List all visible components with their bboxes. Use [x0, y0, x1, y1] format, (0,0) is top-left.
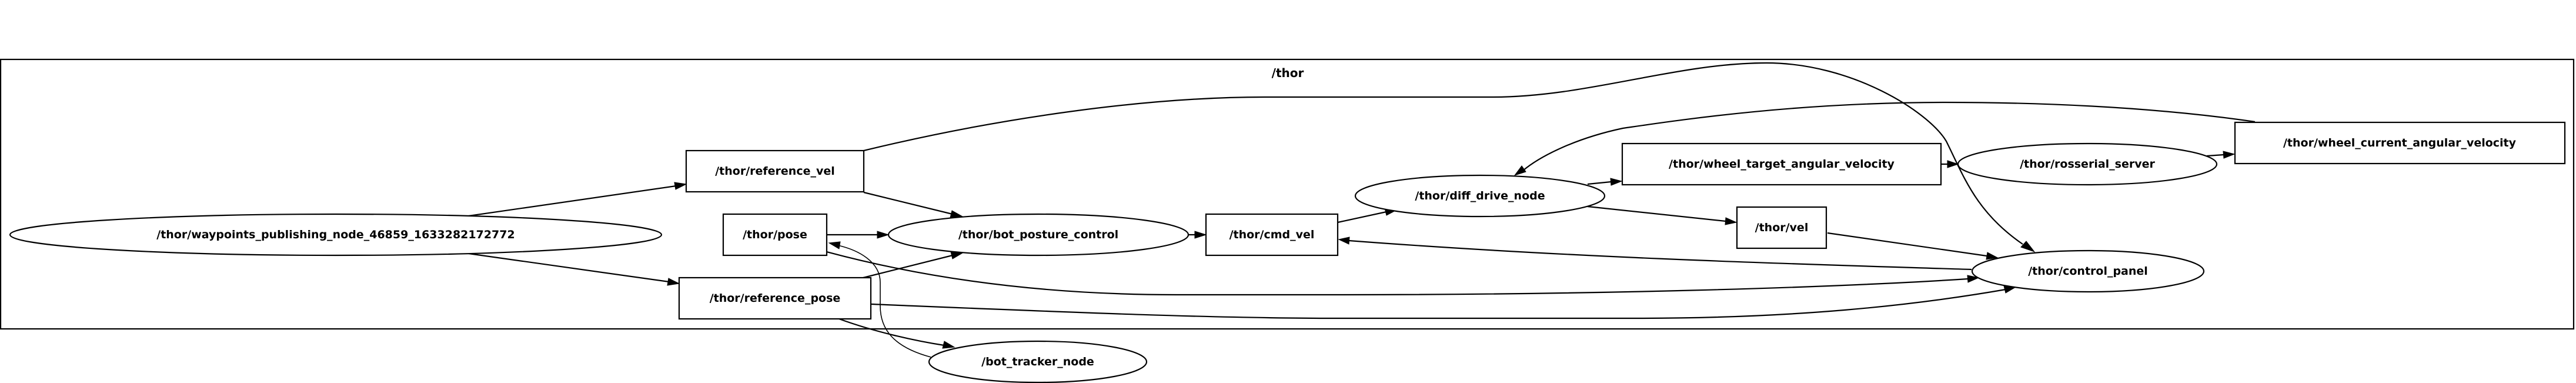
arrowhead-icon	[1513, 165, 1526, 176]
edge-line[interactable]	[838, 318, 945, 347]
arrowhead-icon	[877, 231, 890, 239]
edge-vel-to-control-panel[interactable]	[1827, 232, 1999, 260]
topic-label: /thor/vel	[1755, 221, 1809, 234]
topic-box[interactable]	[678, 277, 872, 320]
node-label: /thor/bot_posture_control	[958, 228, 1118, 241]
topic-box[interactable]	[2234, 121, 2566, 165]
node-bot-posture-control[interactable]: /thor/bot_posture_control	[887, 213, 1190, 257]
edge-line[interactable]	[468, 185, 677, 217]
topic-box[interactable]	[685, 149, 865, 193]
edge-line[interactable]	[468, 252, 670, 283]
edge-bot-tracker-node-to-pose[interactable]	[828, 241, 931, 358]
edges	[468, 62, 2256, 358]
cluster-thor-label: /thor	[1272, 66, 1304, 80]
node-waypoints-publishing-node[interactable]: /thor/waypoints_publishing_node_46859_16…	[9, 213, 663, 257]
arrowhead-icon	[2020, 241, 2036, 253]
node-label: /bot_tracker_node	[981, 355, 1094, 368]
edge-line[interactable]	[1337, 211, 1387, 224]
edge-line[interactable]	[837, 245, 931, 358]
topic-label: /thor/wheel_target_angular_velocity	[1669, 158, 1895, 171]
topic-box[interactable]	[1205, 213, 1339, 257]
edge-line[interactable]	[1587, 205, 1726, 222]
node-label: /thor/waypoints_publishing_node_46859_16…	[156, 228, 514, 241]
arrowhead-icon	[667, 278, 680, 286]
arrowhead-icon	[1610, 178, 1623, 186]
edge-line[interactable]	[863, 62, 2023, 245]
edge-pose-to-control-panel[interactable]	[826, 251, 1980, 296]
node-ellipse[interactable]	[1957, 142, 2218, 186]
edge-diff-drive-node-to-vel[interactable]	[1587, 205, 1738, 225]
edge-control-panel-to-cmd-vel[interactable]	[1338, 237, 1972, 271]
arrowhead-icon	[1338, 237, 1350, 245]
edge-waypoints-to-reference-vel[interactable]	[468, 182, 687, 217]
edge-rosserial-server-to-wheel-current-angular-velocity[interactable]	[2206, 151, 2236, 159]
edge-line[interactable]	[1587, 181, 1612, 185]
node-bot-tracker-node[interactable]: /bot_tracker_node	[928, 340, 1148, 383]
edge-line[interactable]	[1522, 101, 2256, 171]
topic-box[interactable]	[722, 213, 828, 257]
topic-box[interactable]	[1621, 142, 1942, 186]
topic-pose[interactable]: /thor/pose	[722, 213, 828, 257]
edge-waypoints-to-reference-pose[interactable]	[468, 252, 680, 286]
edge-diff-drive-node-to-wheel-target-angular-velocity[interactable]	[1587, 178, 1623, 186]
edge-pose-to-bot-posture-control[interactable]	[827, 231, 890, 239]
arrowhead-icon	[1194, 231, 1207, 239]
cluster-thor: /thor	[0, 58, 2575, 330]
topic-reference-pose[interactable]: /thor/reference_pose	[678, 277, 872, 320]
arrowhead-icon	[2223, 151, 2236, 159]
cluster-thor-border	[0, 58, 2575, 330]
node-control-panel[interactable]: /thor/control_panel	[1971, 249, 2205, 293]
topic-wheel-target-angular-velocity[interactable]: /thor/wheel_target_angular_velocity	[1621, 142, 1942, 186]
edge-line[interactable]	[863, 191, 953, 215]
arrowhead-icon	[1725, 217, 1738, 225]
node-ellipse[interactable]	[928, 340, 1148, 383]
topic-box[interactable]	[1736, 206, 1827, 249]
node-ellipse[interactable]	[887, 213, 1190, 257]
topic-label: /thor/cmd_vel	[1229, 228, 1315, 241]
node-ellipse[interactable]	[1971, 249, 2205, 293]
topic-label: /thor/pose	[743, 228, 807, 241]
arrowhead-icon	[828, 241, 841, 249]
edge-line[interactable]	[826, 251, 1969, 296]
topic-label: /thor/reference_pose	[710, 292, 841, 305]
edge-line[interactable]	[1348, 239, 1972, 271]
node-ellipse[interactable]	[9, 213, 663, 257]
node-rosserial-server[interactable]: /thor/rosserial_server	[1957, 142, 2218, 186]
arrowhead-icon	[674, 182, 687, 190]
arrowhead-icon	[942, 341, 955, 349]
topic-label: /thor/wheel_current_angular_velocity	[2283, 136, 2517, 149]
topic-wheel-current-angular-velocity[interactable]: /thor/wheel_current_angular_velocity	[2234, 121, 2566, 165]
node-label: /thor/rosserial_server	[2020, 158, 2155, 171]
node-ellipse[interactable]	[1354, 174, 1606, 218]
edge-reference-vel-to-control-panel[interactable]	[863, 62, 2036, 253]
edge-reference-vel-to-bot-posture-control[interactable]	[863, 191, 964, 218]
edge-line[interactable]	[1827, 232, 1987, 257]
node-label: /thor/control_panel	[2028, 265, 2148, 278]
node-label: /thor/diff_drive_node	[1415, 189, 1545, 202]
node-diff-drive-node[interactable]: /thor/diff_drive_node	[1354, 174, 1606, 218]
edge-line[interactable]	[2206, 154, 2224, 157]
edge-line[interactable]	[863, 254, 953, 279]
arrowhead-icon	[1986, 252, 1999, 260]
edge-reference-pose-to-bot-tracker-node[interactable]	[838, 318, 955, 349]
topic-vel[interactable]: /thor/vel	[1736, 206, 1827, 249]
edge-wheel-target-to-rosserial-server[interactable]	[1941, 160, 1959, 168]
nodes: /thor/waypoints_publishing_node_46859_16…	[9, 121, 2566, 383]
topic-reference-vel[interactable]: /thor/reference_vel	[685, 149, 865, 193]
edge-line[interactable]	[871, 288, 2006, 319]
topic-label: /thor/reference_vel	[715, 165, 835, 178]
edge-bot-posture-control-to-cmd-vel[interactable]	[1188, 231, 1207, 239]
topic-cmd-vel[interactable]: /thor/cmd_vel	[1205, 213, 1339, 257]
edge-wheel-current-to-diff-drive-node[interactable]	[1513, 101, 2256, 176]
arrowhead-icon	[1947, 160, 1959, 168]
